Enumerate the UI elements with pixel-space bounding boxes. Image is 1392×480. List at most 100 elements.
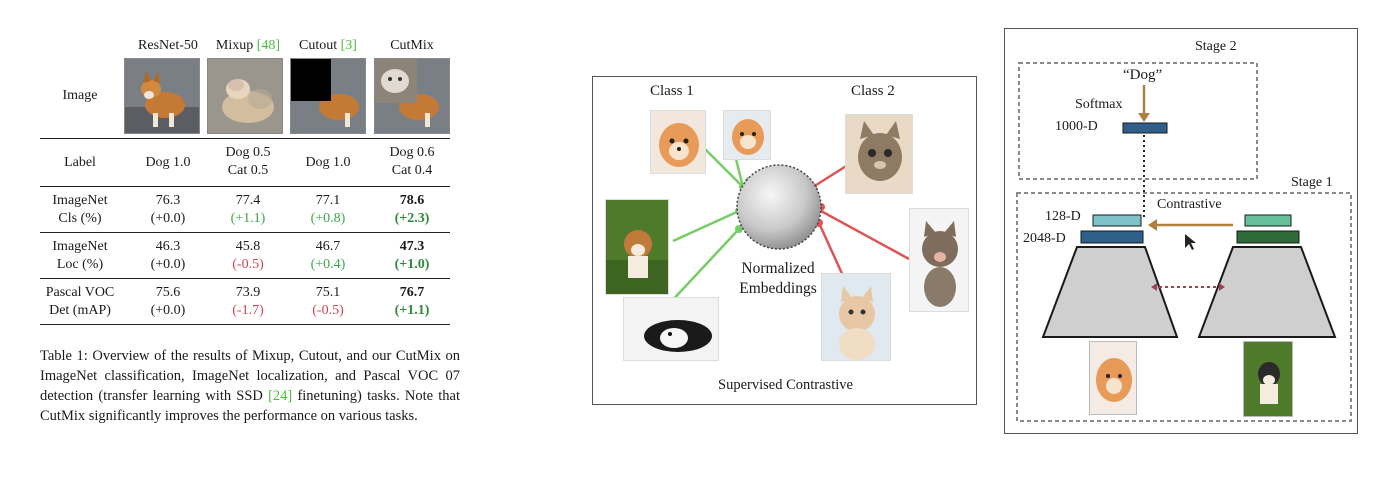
cell-delta: (+0.0) <box>150 257 186 272</box>
column-header-mixup: Mixup [48] <box>204 38 292 54</box>
cell-label-cutout: Dog 1.0 <box>305 155 351 170</box>
cell-delta: (+0.4) <box>310 257 346 272</box>
cell-line: Cat 0.4 <box>391 163 433 178</box>
cell-delta: (+1.1) <box>230 211 266 226</box>
cell-loc-cutmix: 47.3 (+1.0) <box>374 238 450 274</box>
cell-loc-mixup: 45.8 (-0.5) <box>204 238 292 274</box>
cell-delta: (-1.7) <box>232 303 264 318</box>
class1-label: Class 1 <box>650 83 694 99</box>
dim-128-label: 128-D <box>1045 209 1081 224</box>
cell-delta: (-0.5) <box>312 303 344 318</box>
row-label-line: Loc (%) <box>56 257 104 272</box>
cell-line: Dog 0.5 <box>225 145 271 160</box>
dog-thumbnail <box>124 58 200 134</box>
mixup-thumbnail <box>207 58 283 134</box>
stage-diagram-graphics <box>1016 62 1352 422</box>
cutmix-results-table: ResNet-50 Mixup [48] Cutout [3] CutMix I… <box>38 30 460 460</box>
pomeranian-input-photo <box>1089 341 1137 415</box>
cutout-thumbnail <box>290 58 366 134</box>
row-label-line: Cls (%) <box>58 211 102 226</box>
cell-loc-cutout: 46.7(+0.4) <box>288 238 368 274</box>
cell-det-resnet: 75.6(+0.0) <box>120 284 216 320</box>
column-header-cutout: Cutout [3] <box>288 38 368 54</box>
cell-line: Dog 0.6 <box>389 145 435 160</box>
row-label-line: Pascal VOC <box>45 285 115 300</box>
cell-det-mixup: 73.9(-1.7) <box>204 284 292 320</box>
class2-label: Class 2 <box>851 83 895 99</box>
cell-value: 76.7 <box>399 285 425 300</box>
row-label-line: Det (mAP) <box>49 303 111 318</box>
cell-delta: (+0.0) <box>150 211 186 226</box>
row-label-pascal-voc: Pascal VOC Det (mAP) <box>38 284 122 320</box>
spaniel-lying-photo <box>623 297 719 361</box>
table-rule <box>40 232 450 233</box>
column-header-label: Mixup <box>215 38 254 53</box>
cell-delta: (+2.3) <box>394 211 430 226</box>
corgi-input-photo <box>1243 341 1293 417</box>
stage2-label: Stage 2 <box>1195 39 1237 54</box>
cutmix-thumbnail <box>374 58 450 134</box>
cell-label-resnet: Dog 1.0 <box>145 155 191 170</box>
citation-link[interactable]: [48] <box>256 38 281 53</box>
label-line: Normalized <box>741 260 815 277</box>
column-header-label: CutMix <box>390 38 434 53</box>
table-rule <box>40 278 450 279</box>
cell-cls-cutmix: 78.6 (+2.3) <box>374 192 450 228</box>
cell-value: 75.1 <box>315 285 341 300</box>
cell-delta: (+0.8) <box>310 211 346 226</box>
cell-value: 78.6 <box>399 193 425 208</box>
cell-cls-cutout: 77.1 (+0.8) <box>288 192 368 228</box>
table-rule <box>40 138 450 139</box>
cell-value: 77.1 <box>315 193 341 208</box>
kitten-orange-photo <box>821 273 891 361</box>
supervised-contrastive-caption: Supervised Contrastive <box>718 377 853 393</box>
dim-1000-label: 1000-D <box>1055 119 1098 134</box>
column-header-label: Cutout <box>299 38 338 53</box>
cell-delta: (-0.5) <box>232 257 264 272</box>
pomeranian-small-photo <box>723 110 771 160</box>
row-label-label: Label <box>64 155 96 170</box>
contrastive-label: Contrastive <box>1157 197 1222 212</box>
cell-delta: (+0.0) <box>150 303 186 318</box>
kitten-tabby-photo <box>909 208 969 312</box>
cell-line: Cat 0.5 <box>227 163 269 178</box>
citation-link[interactable]: [3] <box>340 38 357 53</box>
column-header-cutmix: CutMix <box>374 38 450 54</box>
kitten-grey-photo <box>845 114 913 194</box>
cell-delta: (+1.1) <box>394 303 430 318</box>
table-rule <box>40 186 450 187</box>
column-header-label: ResNet-50 <box>138 38 198 53</box>
column-header-resnet50: ResNet-50 <box>120 38 216 54</box>
dim-2048-label: 2048-D <box>1023 231 1066 246</box>
row-label-image: Image <box>62 88 98 103</box>
table-rule <box>40 324 450 325</box>
cell-det-cutmix: 76.7 (+1.1) <box>374 284 450 320</box>
softmax-label: Softmax <box>1075 97 1123 112</box>
cell-value: 47.3 <box>399 239 425 254</box>
citation-link[interactable]: [24] <box>268 388 293 404</box>
cell-cls-resnet: 76.3 (+0.0) <box>120 192 216 228</box>
two-stage-training-diagram: Stage 2 “Dog” Softmax 1000-D Stage 1 Con… <box>1004 28 1358 434</box>
pomeranian-photo <box>650 110 706 174</box>
table-caption: Table 1: Overview of the results of Mixu… <box>40 346 460 426</box>
cell-value: 45.8 <box>235 239 261 254</box>
cell-value: 46.3 <box>155 239 181 254</box>
cell-loc-resnet: 46.3 (+0.0) <box>120 238 216 274</box>
cell-value: 76.3 <box>155 193 181 208</box>
row-label-line: ImageNet <box>52 239 108 254</box>
embedding-links <box>652 138 910 322</box>
cell-delta: (+1.0) <box>394 257 430 272</box>
label-line: Embeddings <box>739 280 817 297</box>
cell-value: 77.4 <box>235 193 261 208</box>
mouse-cursor-icon <box>1185 234 1196 250</box>
dog-target-label: “Dog” <box>1123 67 1163 83</box>
corgi-grass-photo <box>605 199 669 295</box>
caption-text: Table 1: Overview of the results of Mixu… <box>40 348 460 404</box>
cell-det-cutout: 75.1 (-0.5) <box>288 284 368 320</box>
